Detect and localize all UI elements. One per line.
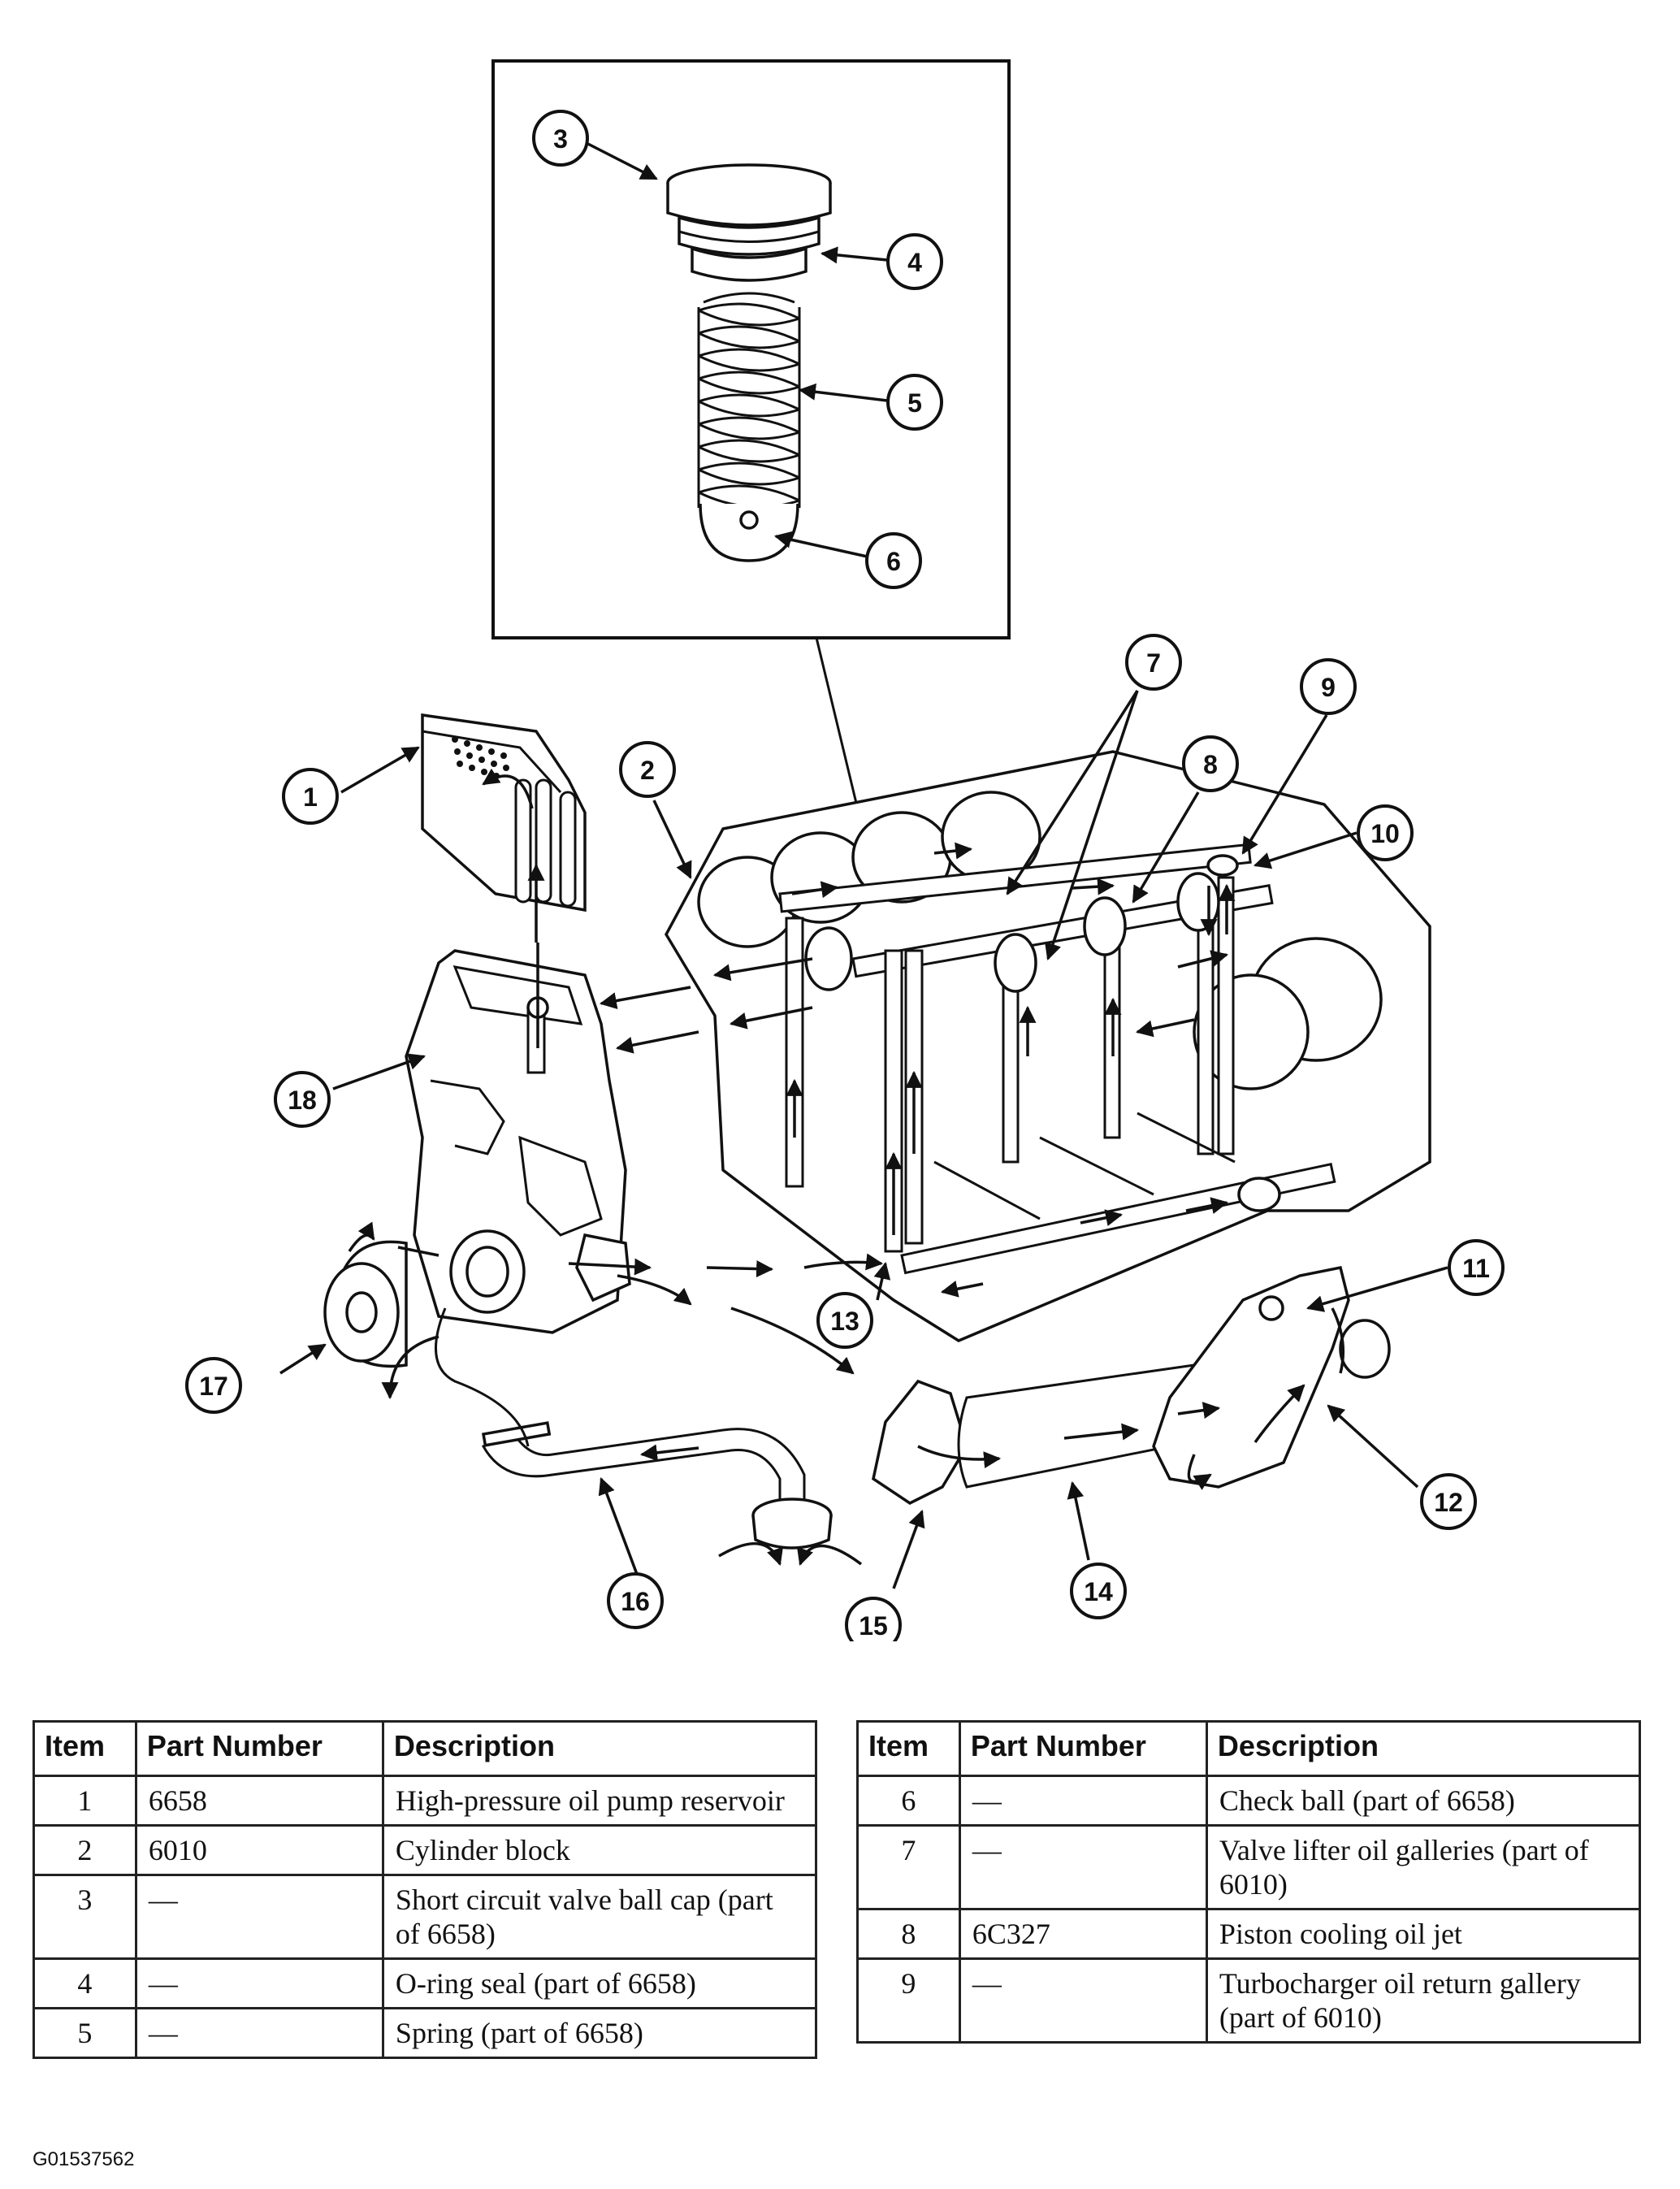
description-cell: Valve lifter oil galleries (part of 6010…: [1205, 1824, 1642, 1910]
valve-spring: [697, 292, 801, 509]
description-cell: Cylinder block: [381, 1824, 818, 1876]
table-header-row: Item Part Number Description: [856, 1720, 1642, 1777]
callout-7: 7: [1125, 634, 1182, 691]
svg-text:5: 5: [907, 388, 922, 418]
figure-id: G01537562: [32, 2148, 135, 2170]
oil-pickup-tube: [435, 1307, 863, 1566]
item-cell: 7: [856, 1824, 961, 1910]
description-cell: O-ring seal (part of 6658): [381, 1957, 818, 2009]
callout-12: 12: [1420, 1473, 1477, 1530]
svg-text:9: 9: [1321, 673, 1336, 702]
callout-18: 18: [274, 1071, 331, 1128]
item-cell: 3: [32, 1874, 137, 1960]
item-header: Item: [856, 1720, 961, 1777]
part-number-cell: 6658: [134, 1775, 384, 1827]
callout-1: 1: [282, 768, 339, 825]
table-row: 9 — Turbocharger oil return gallery (par…: [856, 1957, 1642, 2044]
svg-text:13: 13: [830, 1307, 859, 1336]
item-header: Item: [32, 1720, 137, 1777]
part-number-cell: —: [958, 1824, 1208, 1910]
table-row: 5 — Spring (part of 6658): [32, 2007, 818, 2059]
front-cover: [405, 943, 631, 1334]
callout-13: 13: [816, 1292, 873, 1349]
part-number-header: Part Number: [134, 1720, 384, 1777]
part-number-cell: —: [958, 1775, 1208, 1827]
callout-6: 6: [865, 532, 922, 589]
item-cell: 8: [856, 1908, 961, 1960]
table-row: 7 — Valve lifter oil galleries (part of …: [856, 1824, 1642, 1910]
oil-cooler-assembly: [872, 1265, 1391, 1506]
oil-pump: [323, 1221, 884, 1400]
svg-text:11: 11: [1462, 1254, 1490, 1283]
callout-2: 2: [619, 741, 676, 798]
svg-text:14: 14: [1084, 1577, 1113, 1606]
svg-text:15: 15: [859, 1611, 888, 1641]
parts-table-right: Item Part Number Description 6 — Check b…: [856, 1720, 1642, 2044]
cylinder-block: [599, 750, 1431, 1342]
part-number-cell: —: [134, 1957, 384, 2009]
svg-text:7: 7: [1146, 648, 1161, 678]
callout-11: 11: [1448, 1239, 1505, 1296]
description-cell: High-pressure oil pump reservoir: [381, 1775, 818, 1827]
svg-text:6: 6: [886, 547, 901, 576]
item-cell: 4: [32, 1957, 137, 2009]
callout-17: 17: [185, 1357, 242, 1414]
callout-10: 10: [1357, 804, 1414, 861]
part-number-cell: 6C327: [958, 1908, 1208, 1960]
svg-text:3: 3: [553, 124, 568, 154]
check-ball: [699, 503, 799, 562]
svg-text:17: 17: [199, 1372, 228, 1401]
svg-text:4: 4: [907, 248, 922, 277]
callout-14: 14: [1070, 1563, 1127, 1619]
description-cell: Check ball (part of 6658): [1205, 1775, 1642, 1827]
valve-ball-cap: [666, 163, 832, 227]
table-row: 4 — O-ring seal (part of 6658): [32, 1957, 818, 2009]
o-ring-seal: [678, 215, 821, 282]
part-number-cell: —: [134, 2007, 384, 2059]
svg-text:1: 1: [303, 782, 318, 812]
table-row: 3 — Short circuit valve ball cap (part o…: [32, 1874, 818, 1960]
callout-3: 3: [532, 110, 589, 167]
description-cell: Piston cooling oil jet: [1205, 1908, 1642, 1960]
engine-lubrication-diagram: 3 4 5 6 7 8 9 10 1 2 18 11 12 13 14 15 1…: [185, 59, 1505, 1641]
table-row: 8 6C327 Piston cooling oil jet: [856, 1908, 1642, 1960]
part-number-cell: 6010: [134, 1824, 384, 1876]
oil-pump-reservoir: [421, 713, 587, 943]
table-row: 6 — Check ball (part of 6658): [856, 1775, 1642, 1827]
callout-15: 15: [845, 1597, 902, 1641]
callout-8: 8: [1182, 735, 1239, 792]
callout-markers: 3 4 5 6 7 8 9 10 1 2 18 11 12 13 14 15 1…: [185, 110, 1505, 1641]
description-cell: Spring (part of 6658): [381, 2007, 818, 2059]
svg-text:16: 16: [621, 1587, 650, 1616]
table-row: 1 6658 High-pressure oil pump reservoir: [32, 1775, 818, 1827]
valve-detail-inset: [491, 59, 1011, 976]
description-header: Description: [1205, 1720, 1642, 1777]
callout-4: 4: [886, 233, 943, 290]
item-cell: 6: [856, 1775, 961, 1827]
callout-9: 9: [1300, 658, 1357, 715]
item-cell: 5: [32, 2007, 137, 2059]
parts-table-left: Item Part Number Description 1 6658 High…: [32, 1720, 818, 2059]
description-cell: Turbocharger oil return gallery (part of…: [1205, 1957, 1642, 2044]
svg-text:18: 18: [288, 1086, 317, 1115]
svg-text:8: 8: [1203, 750, 1218, 779]
table-header-row: Item Part Number Description: [32, 1720, 818, 1777]
svg-text:12: 12: [1434, 1488, 1463, 1517]
description-header: Description: [381, 1720, 818, 1777]
callout-5: 5: [886, 374, 943, 431]
callout-16: 16: [607, 1572, 664, 1629]
part-number-cell: —: [134, 1874, 384, 1960]
table-row: 2 6010 Cylinder block: [32, 1824, 818, 1876]
item-cell: 1: [32, 1775, 137, 1827]
part-number-cell: —: [958, 1957, 1208, 2044]
part-number-header: Part Number: [958, 1720, 1208, 1777]
svg-text:10: 10: [1370, 819, 1400, 848]
item-cell: 2: [32, 1824, 137, 1876]
callout-leaders: [279, 137, 1448, 1589]
description-cell: Short circuit valve ball cap (part of 66…: [381, 1874, 818, 1960]
item-cell: 9: [856, 1957, 961, 2044]
svg-text:2: 2: [640, 756, 655, 785]
